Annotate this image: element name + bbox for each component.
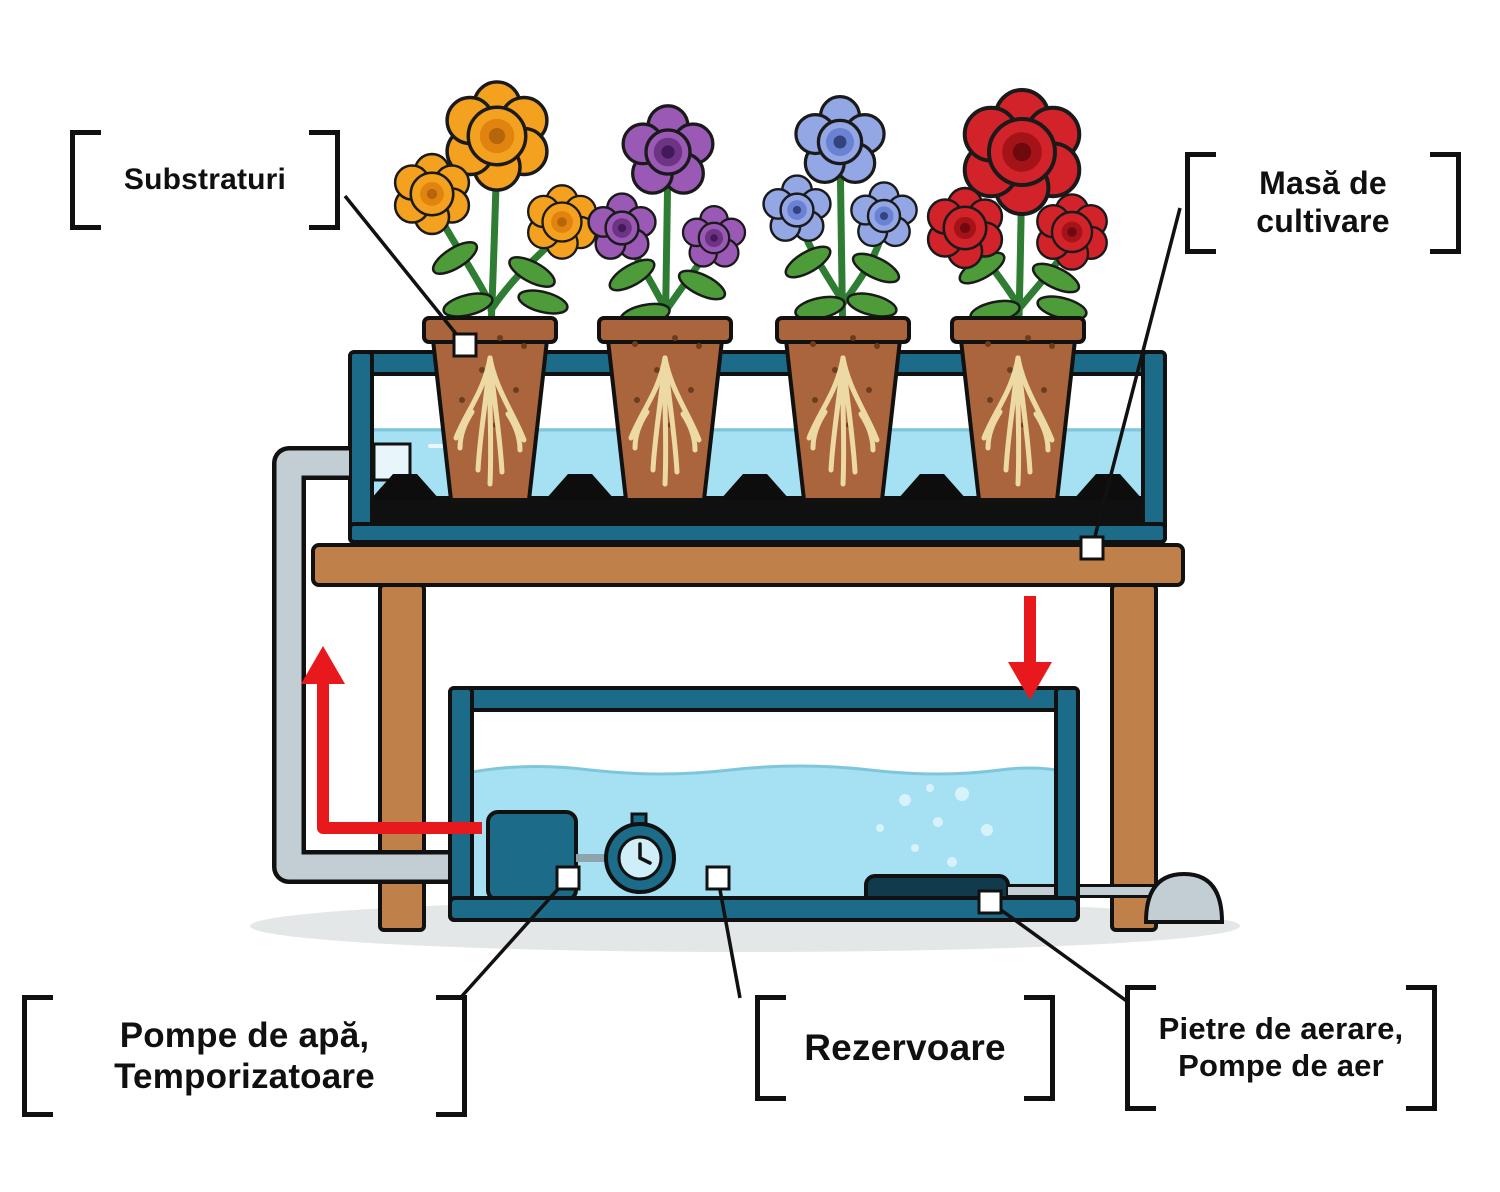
- flower-blue: [762, 95, 918, 354]
- flower-marigold: [393, 80, 598, 354]
- marker-air-stone: [977, 889, 1003, 915]
- air-pump: [1143, 871, 1225, 924]
- drain-pipe: [272, 446, 466, 884]
- label-reservoirs: Rezervoare: [755, 995, 1055, 1101]
- label-reservoirs-text: Rezervoare: [804, 1027, 1006, 1069]
- label-aeration-line1: Pietre de aerare,: [1158, 1011, 1404, 1047]
- flower-zinnia: [926, 87, 1108, 354]
- flower-petunia: [587, 104, 747, 354]
- label-substrates: Substraturi: [70, 130, 340, 230]
- reservoir: [448, 686, 1225, 924]
- label-grow-table-line2: cultivare: [1256, 203, 1390, 239]
- flow-arrows: [301, 596, 1052, 834]
- marker-grow-table: [1079, 535, 1105, 561]
- label-substrates-text: Substraturi: [123, 163, 287, 197]
- air-bubbles: [876, 784, 993, 867]
- label-aeration: Pietre de aerare, Pompe de aer: [1125, 985, 1437, 1111]
- label-pumps-timers: Pompe de apă, Temporizatoare: [22, 995, 467, 1117]
- marker-substrates: [452, 332, 478, 358]
- callouts: [343, 194, 1182, 1004]
- label-grow-table: Masă de cultivare: [1185, 152, 1461, 254]
- pot-holders: [370, 474, 1143, 500]
- red-arrow-up: [317, 676, 482, 834]
- label-pumps-timers-line2: Temporizatoare: [114, 1057, 375, 1096]
- marker-water-pump: [555, 865, 581, 891]
- label-grow-table-line1: Masă de: [1259, 165, 1387, 202]
- grow-table: [311, 543, 1185, 932]
- marker-reservoir: [705, 865, 731, 891]
- label-pumps-timers-line1: Pompe de apă,: [119, 1015, 370, 1055]
- timer: [604, 812, 676, 894]
- label-aeration-line2: Pompe de aer: [1178, 1048, 1384, 1083]
